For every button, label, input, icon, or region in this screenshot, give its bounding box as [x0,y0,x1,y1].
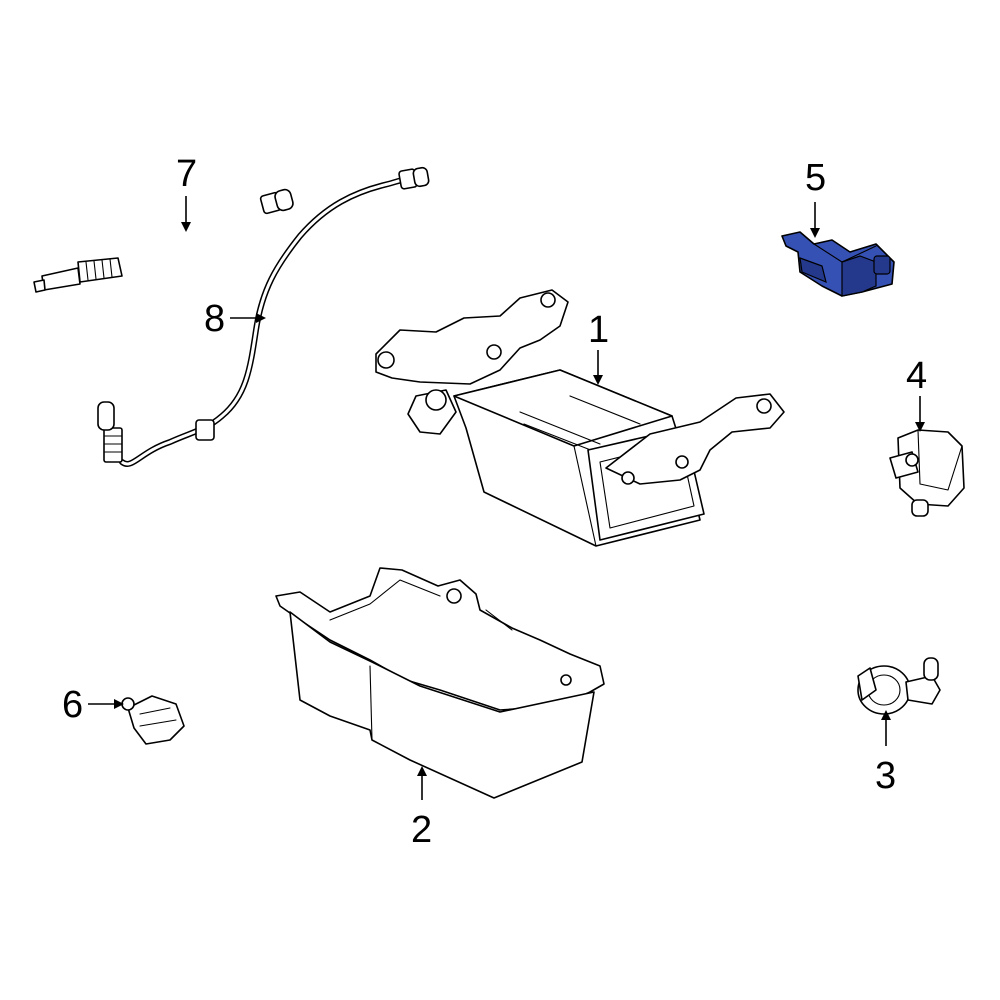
vapor-pressure-sensor-5-highlighted[interactable] [781,231,895,297]
canister-cover-2[interactable] [275,567,605,799]
callout-labels: 1 2 3 4 5 6 7 8 [62,153,927,851]
oxygen-sensor-8[interactable] [97,166,430,467]
vapor-canister-1[interactable] [375,289,785,547]
oxygen-sensor-7[interactable] [33,188,294,293]
callout-3[interactable]: 3 [875,755,896,797]
callout-8[interactable]: 8 [204,298,225,340]
callout-7[interactable]: 7 [176,153,197,195]
purge-solenoid-4[interactable] [889,429,965,517]
callout-2[interactable]: 2 [411,809,432,851]
leader-arrows [88,196,925,800]
callout-4[interactable]: 4 [906,355,927,397]
check-valve-3[interactable] [857,657,941,715]
callout-1[interactable]: 1 [588,309,609,351]
valve-6[interactable] [121,695,185,745]
callout-5[interactable]: 5 [805,157,826,199]
callout-6[interactable]: 6 [62,684,83,726]
